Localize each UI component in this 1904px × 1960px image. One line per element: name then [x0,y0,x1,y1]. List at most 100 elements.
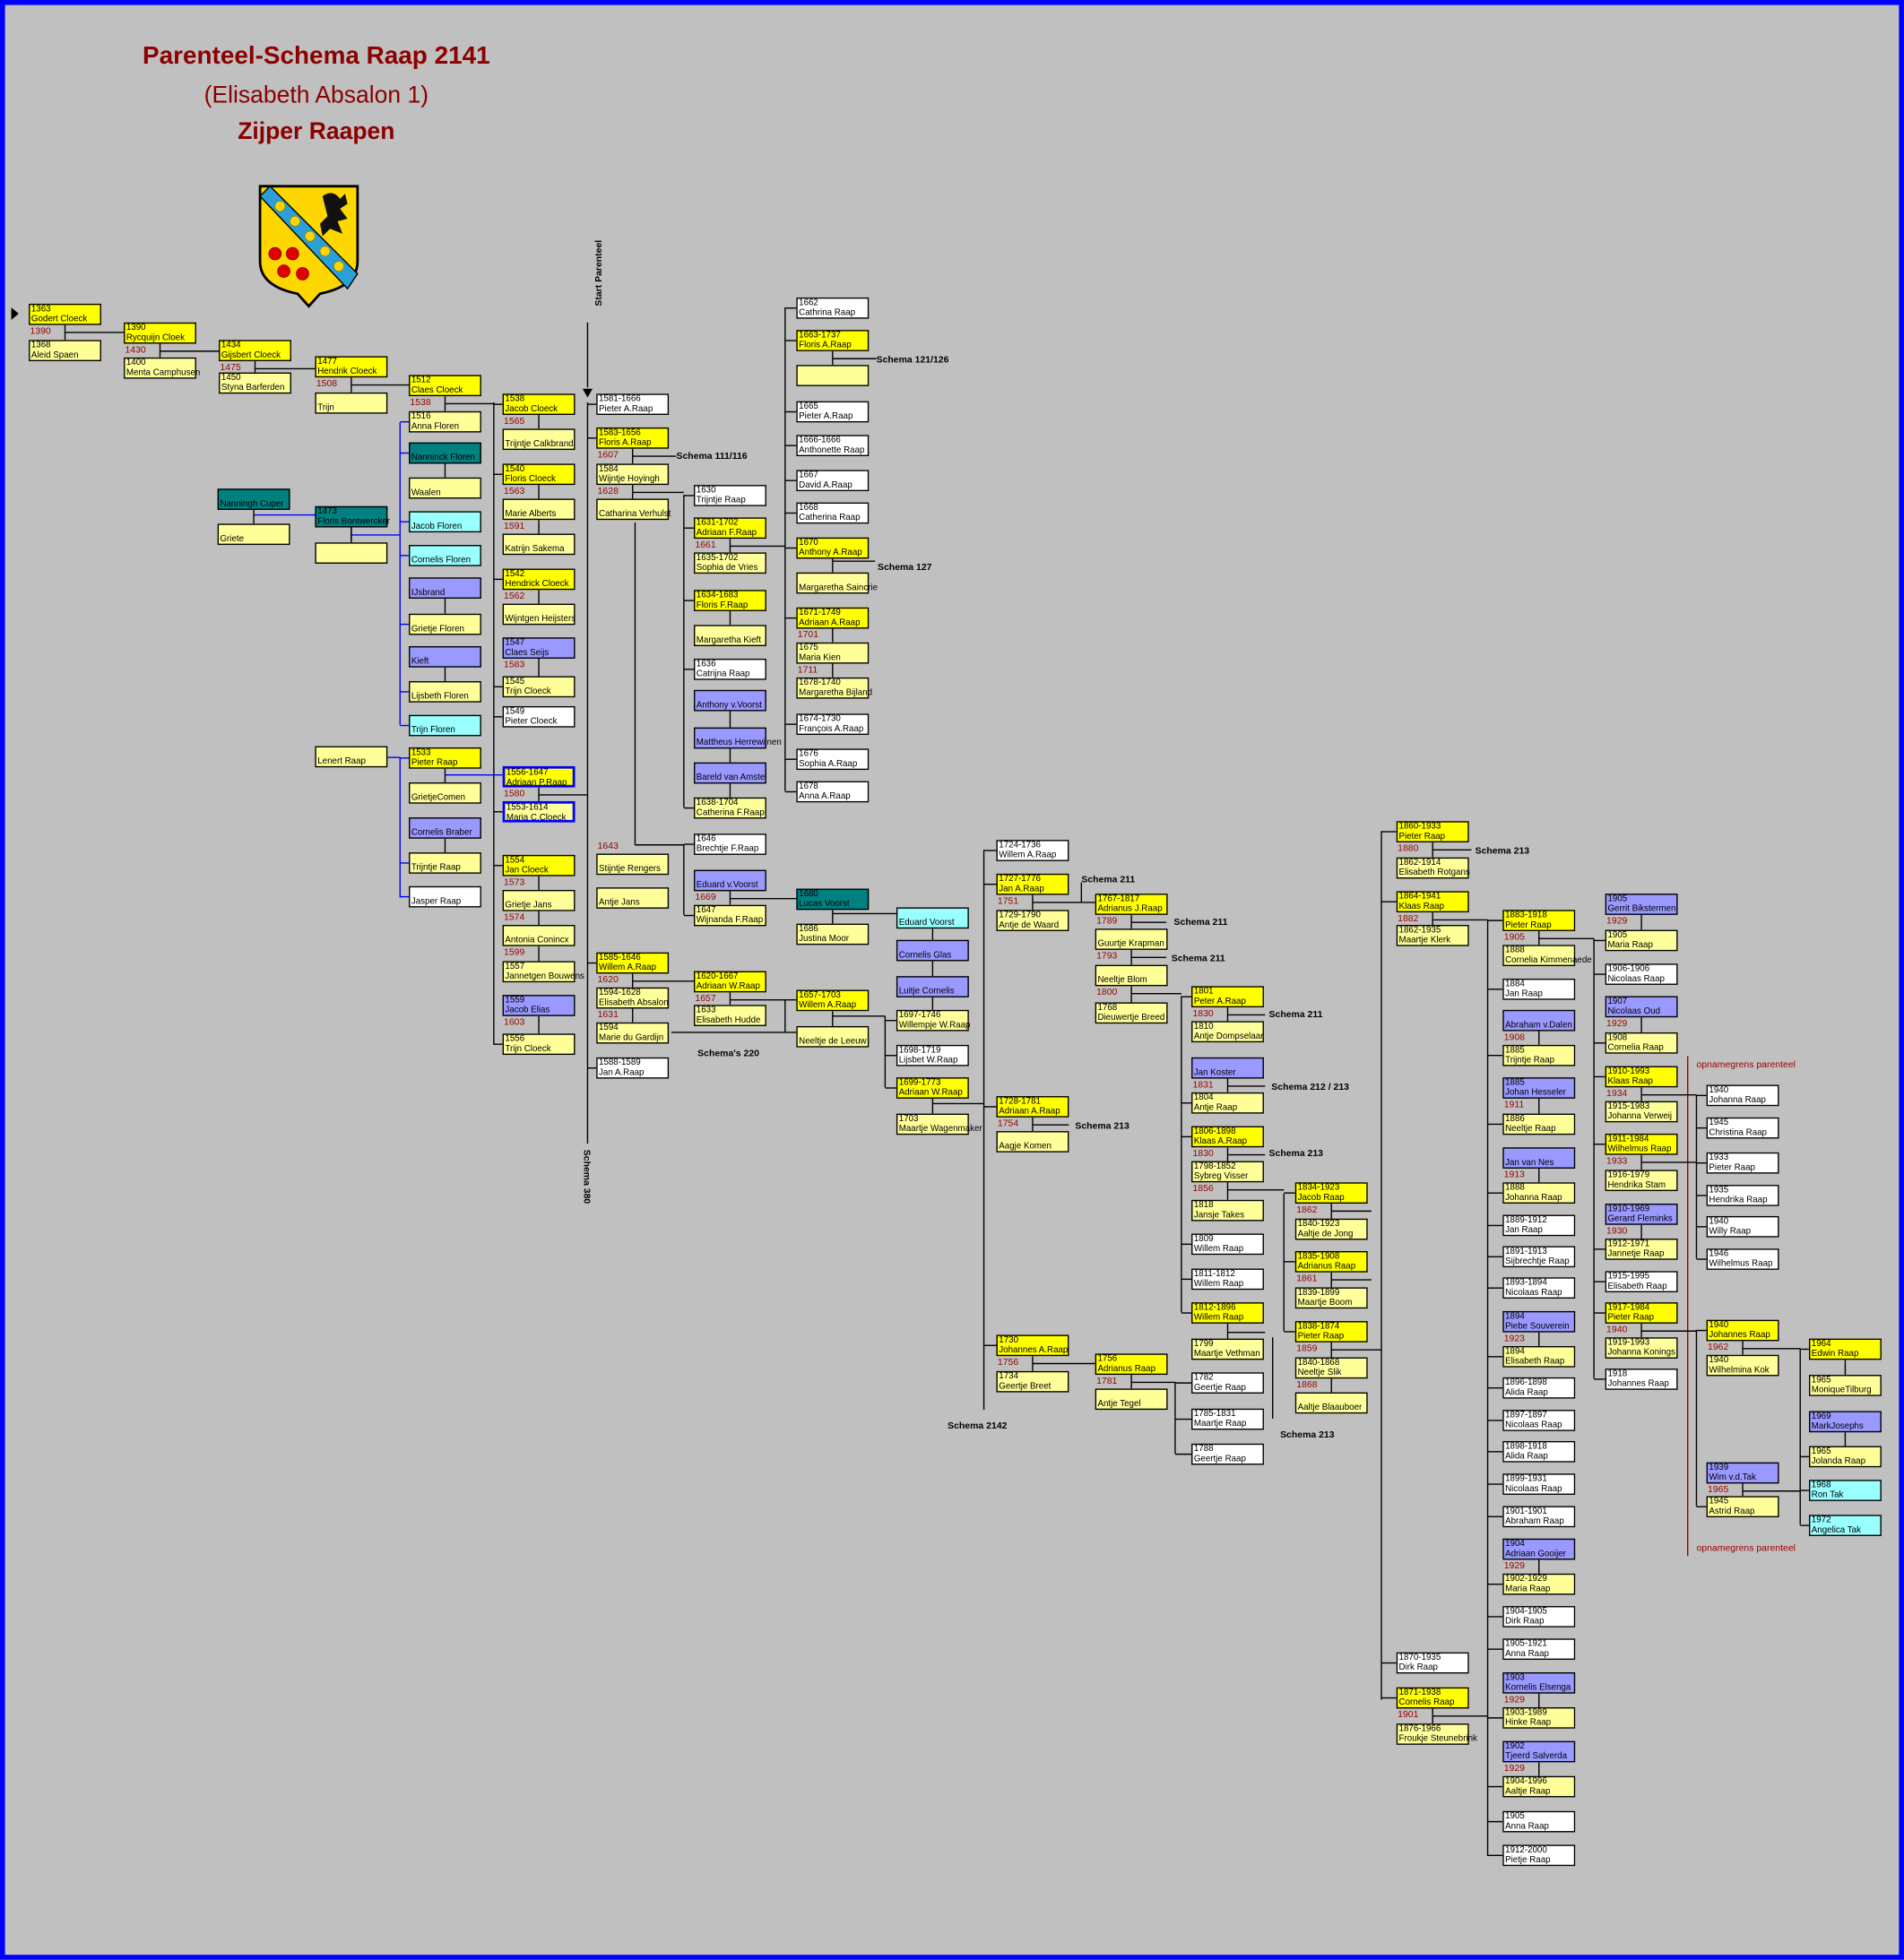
marriage-year: 1831 [1192,1078,1214,1091]
marriage-year: 1580 [504,787,525,799]
person-name: Margaretha Saincrie [799,583,878,592]
person-dates [697,691,766,701]
person-dates: 1965 [1811,1376,1831,1386]
person-dates: 1768 [1097,1003,1118,1013]
person-name: Claes Cloeck [411,385,463,395]
person-dates: 1903 [1505,1673,1525,1683]
person-dates: 1862-1914 [1398,859,1441,868]
person-name: Jacob Floren [411,522,463,531]
person-name: Floris A.Raap [599,437,652,447]
person-name: Geertje Raap [1193,1454,1246,1464]
chart-family-name: Zijper Raapen [238,118,395,145]
person-dates: 1804 [1193,1093,1214,1103]
person-dates: 1864-1941 [1398,892,1441,902]
person-box [796,365,870,386]
person-name: Jan A.Raap [599,1067,645,1077]
person-name: Trijn Cloeck [505,1044,551,1054]
person-dates: 1806-1898 [1193,1127,1236,1136]
person-dates: 1668 [799,504,818,513]
person-dates: 1835-1908 [1297,1252,1340,1262]
person-box: Bareld van Amstel [694,762,766,784]
person-box: Jan Koster [1191,1057,1264,1079]
person-dates: 1678-1740 [799,678,841,688]
person-dates [317,544,386,554]
person-dates: 1912-2000 [1505,1845,1547,1855]
person-box: Jacob Floren [409,511,481,533]
person-box: Aaltje Blaauboer [1294,1392,1368,1414]
person-name: Johannes Raap [1709,1330,1770,1340]
person-name: Elisabeth Raap [1607,1282,1667,1291]
person-name: Adrianus Raap [1297,1261,1356,1271]
schema-reference: Schema 213 [1075,1119,1129,1132]
person-name: Wilhelmina Kok [1709,1365,1770,1375]
person-name: Neeltje de Leeuw [799,1036,867,1046]
person-dates: 1916-1979 [1607,1170,1650,1180]
person-name: Maria Raap [1505,1584,1551,1593]
person-dates [317,393,386,403]
schema-reference: Schema 121/126 [876,353,949,366]
person-name: Cornelis Raap [1398,1697,1455,1707]
person-name: Aagje Komen [999,1142,1052,1151]
person-dates: 1663-1737 [799,331,841,341]
person-name: MarkJosephs [1811,1421,1864,1431]
person-dates: 1583-1656 [599,428,641,438]
marriage-year: 1669 [695,891,716,902]
person-name: Kieft [411,656,429,666]
marriage-year: 1563 [504,485,525,496]
person-dates: 1972 [1811,1515,1831,1525]
person-name: Jannetgen Bouwens [505,971,584,981]
person-name: Willempje W.Raap [898,1020,971,1030]
person-name: Floris A.Raap [799,341,852,350]
person-dates: 1553-1614 [506,803,549,813]
person-name: Cathrina Raap [799,307,856,317]
person-dates: 1554 [505,856,525,866]
person-name: Johanna Raap [1505,1193,1562,1203]
person-name: Hendrika Stam [1607,1180,1666,1190]
person-box: Neeltje de Leeuw [796,1025,870,1048]
person-dates: 1839-1899 [1297,1288,1340,1298]
person-dates: 1594 [599,1023,619,1032]
person-name: Willem Raap [1193,1279,1244,1289]
person-box: Margaretha Saincrie [796,572,878,594]
person-dates: 1906-1906 [1607,964,1650,974]
person-dates: 1862-1935 [1398,926,1441,936]
person-dates: 1662 [799,298,818,308]
person-dates: 1894 [1505,1312,1525,1322]
schema-reference: Schema 213 [1280,1429,1335,1440]
person-name: Pieter Raap [1297,1332,1345,1341]
person-dates: 1633 [696,1006,716,1015]
person-name: Kornelis Elsenga [1505,1682,1571,1692]
person-dates: 1584 [599,464,619,474]
marriage-year: 1711 [797,663,818,676]
person-dates [1505,1149,1574,1159]
person-name: Adriaan P.Raap [506,778,567,788]
person-name: Johannes A.Raap [999,1345,1069,1355]
person-name: Cornelis Glas [898,950,952,960]
marriage-year: 1657 [695,992,716,1004]
